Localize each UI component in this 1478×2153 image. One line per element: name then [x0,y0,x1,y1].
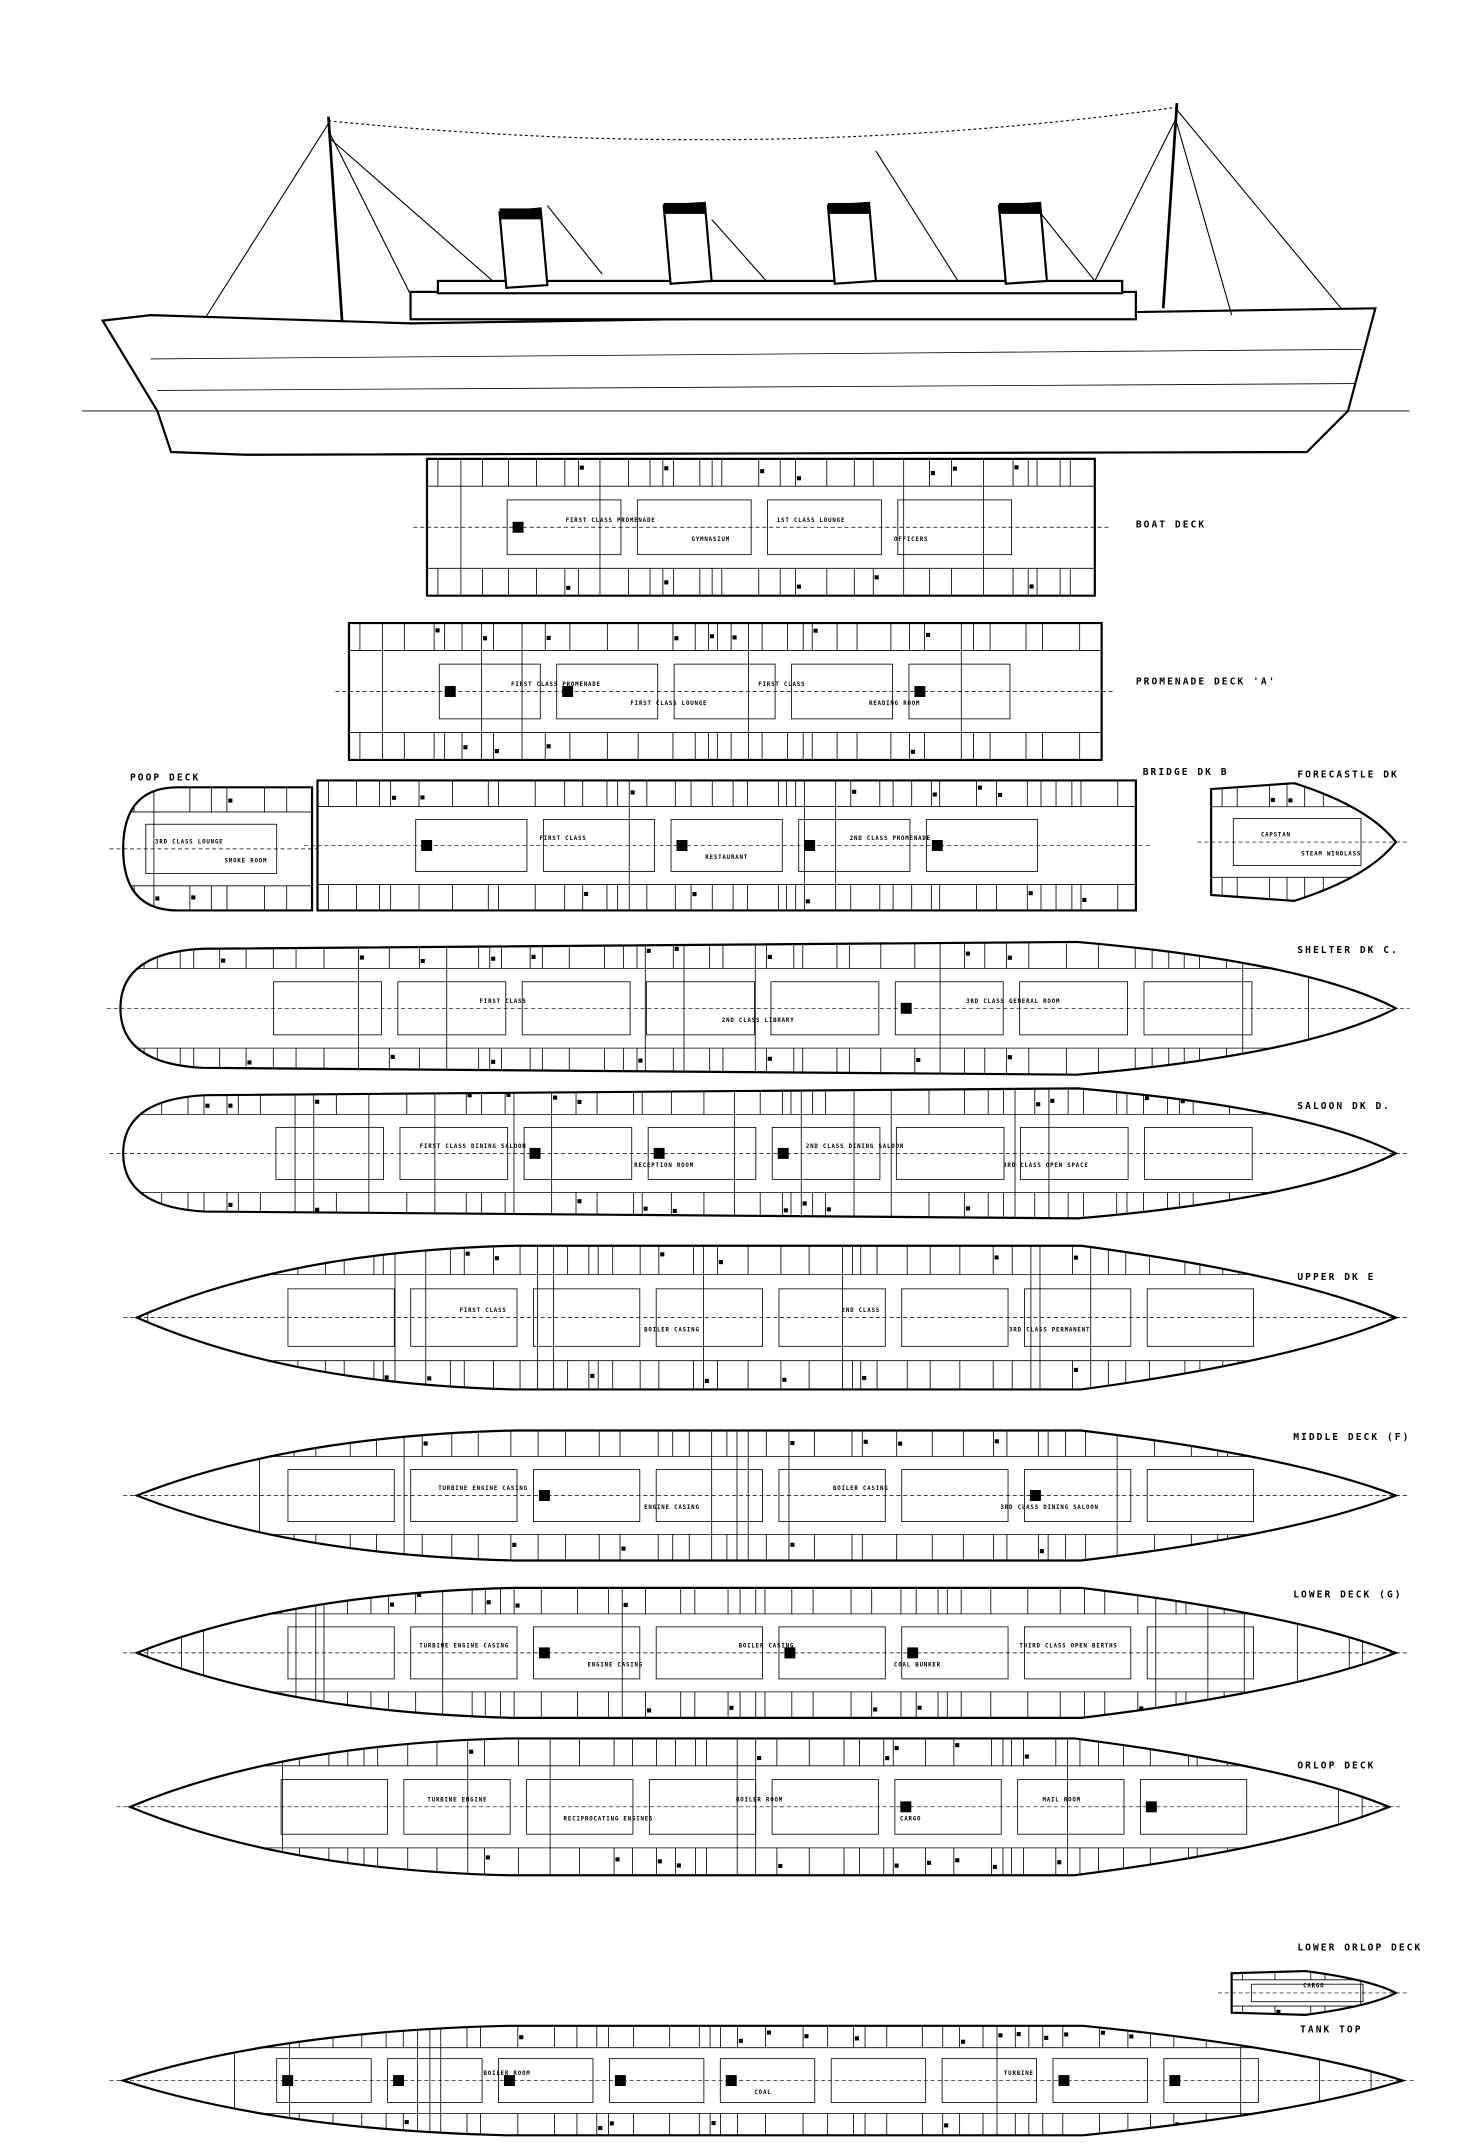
deck-plan-poop: 3RD CLASS LOUNGE SMOKE ROOM [109,786,326,912]
room-label: 3RD CLASS OPEN SPACE [1003,1163,1088,1169]
funnel [997,201,1049,285]
deck-label: SALOON DK D. [1297,1101,1391,1112]
room-label: COAL BUNKER [894,1663,941,1669]
deck-label: TANK TOP [1300,2025,1362,2036]
room-label: FIRST CLASS [480,999,527,1005]
funnel-top [827,202,870,214]
room-label: FIRST CLASS [460,1308,507,1314]
room-label: 2ND CLASS PROMENADE [850,836,931,842]
room-label: CAPSTAN [1261,833,1291,839]
deck-label: PROMENADE DECK 'A' [1136,677,1277,688]
room-label: MAIL ROOM [1042,1797,1080,1803]
funnel-top [999,202,1041,214]
deck-line [150,348,1362,360]
room-label: TURBINE ENGINE CASING [438,1486,528,1492]
waterline [157,383,1355,391]
room-label: BOILER ROOM [484,2071,531,2077]
superstructure [409,290,1137,321]
deck-label: LOWER ORLOP DECK [1297,1943,1422,1954]
deck-labels: BOAT DECK PROMENADE DECK 'A' POOP DECK BRID… [130,519,1422,2036]
deck-plan-middle: TURBINE ENGINE CASING ENGINE CASING BOILER… [123,1429,1410,1562]
room-label: FIRST CLASS DINING SALOON [420,1144,527,1150]
room-label: SMOKE ROOM [225,859,268,865]
room-label: OFFICERS [894,537,928,543]
room-label: GYMNASIUM [692,537,730,543]
room-label: 3RD CLASS DINING SALOON [1001,1505,1099,1511]
deck-label: UPPER DK E [1297,1272,1375,1283]
deck-plan-upper: FIRST CLASS BOILER CASING 2ND CLASS 3RD CLA… [123,1244,1410,1391]
deck-label: LOWER DECK (G) [1293,1589,1402,1600]
boat-deck-house [436,279,1124,295]
funnel-top [499,208,541,220]
deck-plan-promenade: FIRST CLASS PROMENADE FIRST CLASS LOUNGE F… [335,621,1116,762]
deck-plan-forecastle: CAPSTAN STEAM WINDLASS [1197,782,1410,902]
room-label: 3RD CLASS GENERAL ROOM [966,999,1060,1005]
deck-label: ORLOP DECK [1297,1761,1375,1772]
hull-profile [100,307,1377,456]
side-elevation [82,102,1410,456]
room-label: STEAM WINDLASS [1301,852,1361,858]
room-label: FIRST CLASS PROMENADE [566,518,656,524]
deck-label: MIDDLE DECK (F) [1293,1432,1410,1443]
room-label: CARGO [1303,1983,1324,1989]
room-label: COAL [754,2090,771,2096]
deck-plan-saloon: FIRST CLASS DINING SALOON RECEPTION ROOM 2… [109,1087,1410,1220]
room-label: 2ND CLASS DINING SALOON [806,1144,904,1150]
hull-outline [316,779,1137,912]
room-label: 3RD CLASS LOUNGE [155,839,223,845]
room-label: 1ST CLASS LOUNGE [777,518,845,524]
deck-plan-lower: TURBINE ENGINE CASING ENGINE CASING BOILER… [123,1586,1410,1719]
room-label: BOILER CASING [644,1327,700,1333]
room-label: CARGO [900,1817,921,1823]
room-label: BOILER ROOM [736,1797,783,1803]
funnel [498,207,549,289]
funnels [498,201,1049,289]
room-label: ENGINE CASING [588,1663,644,1669]
deck-label: POOP DECK [130,772,200,783]
masts-and-rigging [204,102,1342,323]
room-label: TURBINE ENGINE [427,1797,487,1803]
room-label: 3RD CLASS PERMANENT [1009,1327,1090,1333]
deck-plan-boat: FIRST CLASS PROMENADE GYMNASIUM 1ST CLASS … [413,457,1109,597]
deck-plan-shelter: FIRST CLASS 2ND CLASS LIBRARY 3RD CLASS GE… [106,940,1410,1076]
deck-plan-orlop: TURBINE ENGINE RECIPROCATING ENGINES BOILE… [116,1737,1403,1877]
deck-label: FORECASTLE DK [1297,770,1399,781]
room-label: 2ND CLASS LIBRARY [722,1018,795,1024]
deck-plan-tanktop: BOILER ROOM COAL TURBINE [109,2024,1417,2137]
room-label: READING ROOM [869,701,920,707]
room-label: FIRST CLASS PROMENADE [511,682,601,688]
funnel-top [663,202,705,214]
room-label: RESTAURANT [705,855,748,861]
room-label: RECEPTION ROOM [634,1163,694,1169]
deck-plan-lowerorlop: CARGO [1217,1969,1410,2016]
funnel [662,201,713,285]
room-label: TURBINE [1004,2071,1034,2077]
room-label: 2ND CLASS [842,1308,880,1314]
room-label: FIRST CLASS [758,682,805,688]
deck-plans: FIRST CLASS PROMENADE GYMNASIUM 1ST CLASS … [106,457,1417,2137]
hull-outline [425,457,1096,597]
room-label: RECIPROCATING ENGINES [564,1817,654,1823]
room-label: FIRST CLASS LOUNGE [630,701,707,707]
room-label: TURBINE ENGINE CASING [419,1643,509,1649]
deck-label: BOAT DECK [1136,519,1206,530]
deck-label: BRIDGE DK B [1143,767,1229,778]
deck-plan-bridge: FIRST CLASS RESTAURANT 2ND CLASS PROMENADE [303,779,1150,912]
room-label: ENGINE CASING [644,1505,700,1511]
funnel [826,201,878,285]
room-label: BOILER CASING [739,1643,795,1649]
room-label: FIRST CLASS [540,836,587,842]
room-label: BOILER CASING [833,1486,889,1492]
room-label: THIRD CLASS OPEN BERTHS [1019,1643,1117,1649]
deck-label: SHELTER DK C. [1297,945,1399,956]
